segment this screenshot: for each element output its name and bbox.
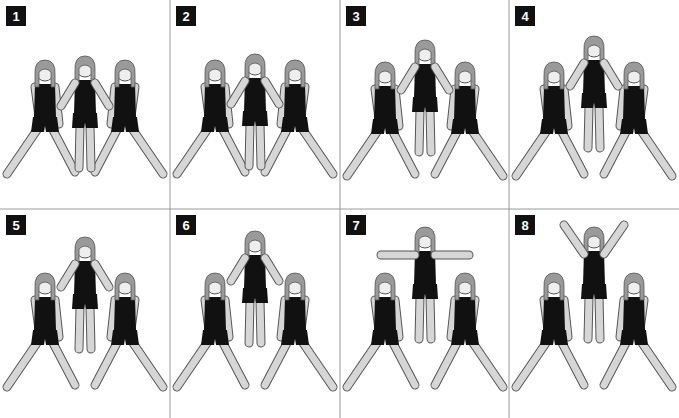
step-number-box: 2 [176, 6, 196, 26]
step-number-box: 4 [515, 6, 535, 26]
stunt-panel [347, 227, 503, 387]
stunt-panel [7, 237, 163, 387]
stunt-panel [516, 225, 672, 387]
stunt-panel [7, 56, 163, 174]
step-number: 1 [12, 10, 19, 23]
step-number: 2 [182, 10, 189, 23]
step-number: 8 [521, 219, 528, 232]
stunt-panel [177, 54, 333, 174]
step-number-box: 5 [6, 215, 26, 235]
step-number-box: 6 [176, 215, 196, 235]
step-number: 6 [182, 219, 189, 232]
step-number-box: 8 [515, 215, 535, 235]
step-number: 4 [521, 10, 528, 23]
step-number-box: 3 [346, 6, 366, 26]
stunt-panel [177, 231, 333, 387]
stunt-panel [347, 40, 503, 176]
step-number-box: 1 [6, 6, 26, 26]
step-number: 7 [352, 219, 359, 232]
stunt-panel [516, 36, 672, 176]
step-number: 5 [12, 219, 19, 232]
step-number: 3 [352, 10, 359, 23]
step-number-box: 7 [346, 215, 366, 235]
